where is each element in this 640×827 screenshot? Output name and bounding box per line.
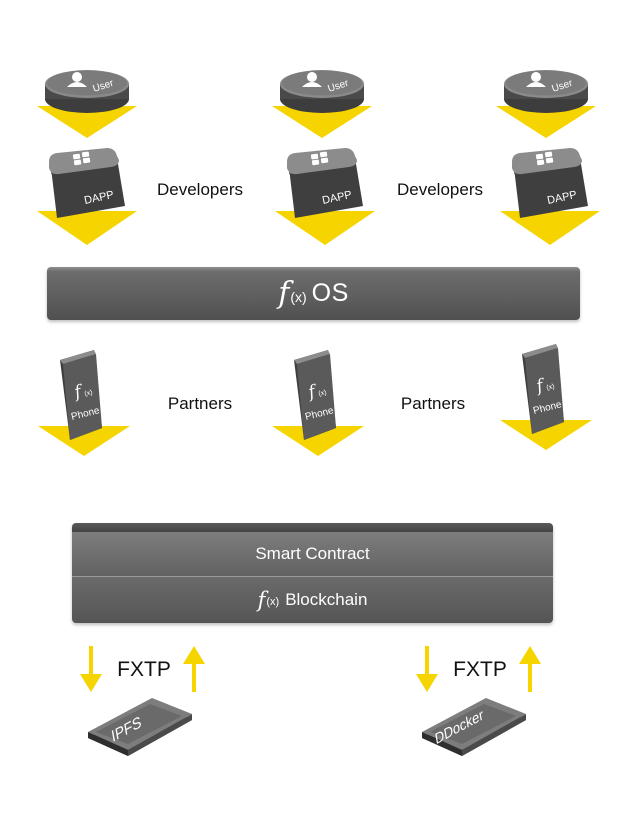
ddocker-chip: DDocker xyxy=(420,696,530,758)
dapp-node-3: DAPP xyxy=(500,148,600,248)
phone-node-3: f (x) Phone xyxy=(500,342,592,452)
blockchain-label: Blockchain xyxy=(285,590,367,610)
blockchain-stack: Smart Contract f (x) Blockchain xyxy=(72,523,553,623)
stack-top-edge xyxy=(72,523,553,532)
up-arrow-icon xyxy=(519,646,541,692)
user-node-3: User xyxy=(496,66,596,146)
dapp-node-2: DAPP xyxy=(275,148,375,248)
down-arrow-icon xyxy=(416,646,438,692)
up-arrow-icon xyxy=(183,646,205,692)
partners-label-2: Partners xyxy=(401,394,465,414)
down-arrow-icon xyxy=(80,646,102,692)
blockchain-layer: f (x) Blockchain xyxy=(72,577,553,623)
dapp-node-1: DAPP xyxy=(37,148,137,248)
smart-contract-layer: Smart Contract xyxy=(72,532,553,577)
fx-os-bar: f (x) OS xyxy=(47,267,580,320)
fx-os-x: (x) xyxy=(290,289,306,305)
ipfs-chip: IPFS xyxy=(86,696,196,758)
smart-contract-label: Smart Contract xyxy=(255,544,369,564)
user-node-1: User xyxy=(37,66,137,146)
phone-node-1: f (x) Phone xyxy=(38,348,130,458)
developers-label-2: Developers xyxy=(397,180,483,200)
phone-node-2: f (x) Phone xyxy=(272,348,364,458)
fxtp-label-1: FXTP xyxy=(117,658,171,682)
fxtp-label-2: FXTP xyxy=(453,658,507,682)
blockchain-fx-x: (x) xyxy=(266,596,279,608)
blockchain-fx-prefix: f xyxy=(258,588,266,612)
developers-label-1: Developers xyxy=(157,180,243,200)
partners-label-1: Partners xyxy=(168,394,232,414)
fx-os-prefix: f xyxy=(278,276,289,311)
fx-os-label: OS xyxy=(312,279,349,308)
user-node-2: User xyxy=(272,66,372,146)
